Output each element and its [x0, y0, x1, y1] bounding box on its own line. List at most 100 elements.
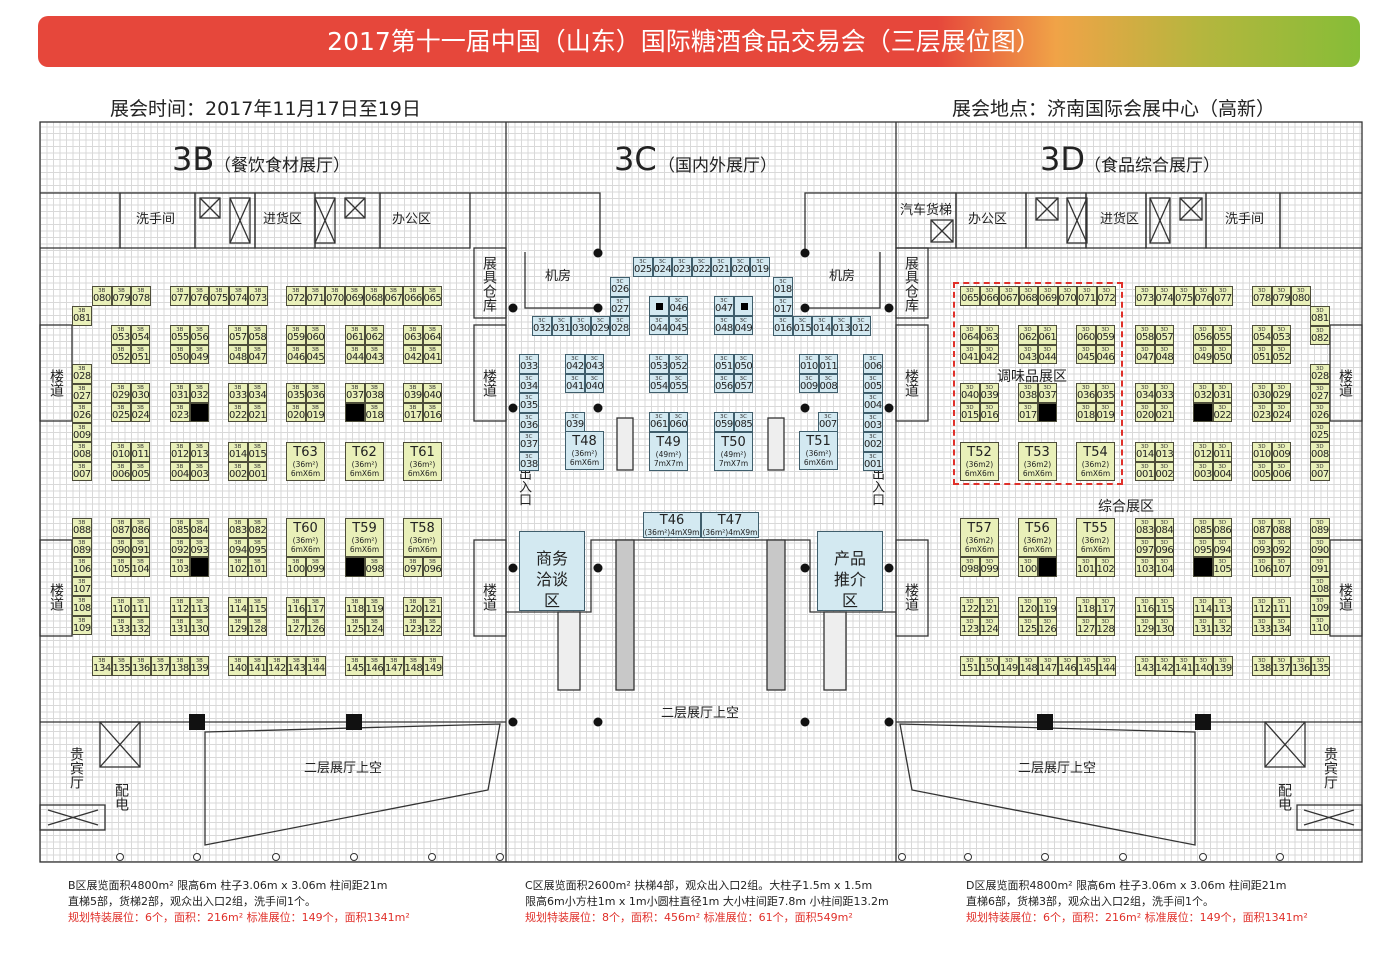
- special-booth-t47[interactable]: T47(36m²)4mX9m: [701, 512, 759, 538]
- special-booth-t63[interactable]: T63(36m²)6mX6m: [286, 442, 325, 481]
- special-booth-t46[interactable]: T46(36m²)4mX9m: [643, 512, 701, 538]
